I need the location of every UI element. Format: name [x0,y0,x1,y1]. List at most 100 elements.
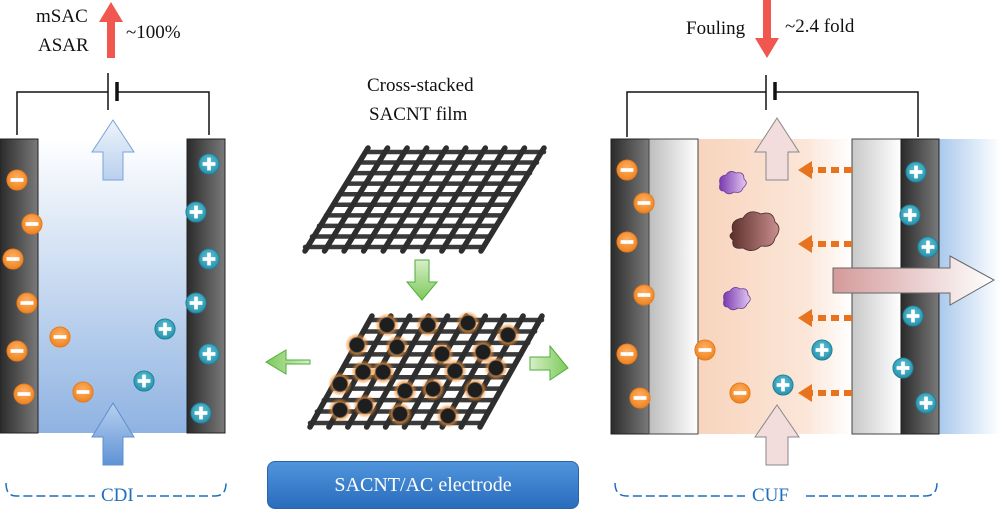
anion-icon [633,284,655,306]
cnt-strand [321,145,391,254]
cuf-outlet-arrow-icon [754,117,800,181]
cation-icon [892,357,914,379]
right-arrow-icon [529,344,569,381]
anion-icon [21,213,43,235]
cnt-strand [363,313,432,430]
anion-icon [6,169,28,191]
cation-icon [915,392,937,414]
cdi-change-value: ~100% [126,22,181,43]
cation-icon [899,204,921,226]
cuf-label: CUF [748,486,793,505]
foulants [719,171,780,311]
cation-icon [811,339,833,361]
cation-icon [190,402,212,424]
anion-icon [616,343,638,365]
cation-icon [133,370,155,392]
anion-icon [616,231,638,253]
dashed-flow-arrow-icon [798,384,852,402]
ac-particle-icon [471,340,495,364]
cnt-strand [401,313,470,430]
ac-particle-icon [328,372,352,396]
ac-particle-icon [416,313,440,337]
foulant-small-icon [719,171,747,195]
dashed-flow-arrow-icon [798,161,852,179]
dashed-flow-arrow-icon [798,309,852,327]
cation-icon [198,343,220,365]
ac-particle-icon [496,323,520,347]
cation-icon [198,153,220,175]
anion-icon [629,387,651,409]
anion-icon [2,248,24,270]
cuf-circuit [626,75,919,137]
cnt-strand [400,145,469,254]
cdi-bracket [5,482,227,497]
ac-particle-icon [328,398,352,422]
cation-icon [905,161,927,183]
cation-icon [772,374,794,396]
cuf-bracket [614,482,938,497]
cation-icon [154,318,176,340]
ac-particle-icon [393,379,417,403]
cnt-strand [458,145,528,254]
ac-particle-icon [351,360,375,384]
anion-icon [633,192,655,214]
ac-particle-icon [463,378,487,402]
ac-particle-icon [436,404,460,428]
cnt-strand [302,145,371,254]
ac-particles [328,311,520,428]
film-title-line-2: SACNT film [369,104,468,125]
cuf-left-membrane [648,138,699,435]
cnt-strand [341,145,410,254]
anion-icon [49,326,71,348]
sacnt-film-mesh [302,145,547,254]
cnt-strand [360,145,430,254]
cdi-label: CDI [98,486,137,505]
cuf-inlet-arrow-icon [754,404,800,466]
anion-icon [616,159,638,181]
cation-icon [917,236,939,258]
cdi-outlet-arrow-icon [91,119,135,181]
cnt-strand [477,313,545,430]
cnt-strand [419,145,489,254]
left-arrow-icon [265,349,311,375]
cdi-positive-electrode [186,138,226,434]
electrode-label-box: SACNT/AC electrode [267,461,579,509]
cation-icon [185,292,207,314]
ac-particle-icon [388,402,412,426]
anion-icon [72,381,94,403]
cnt-strand [380,145,449,254]
cdi-inlet-arrow-icon [91,402,135,466]
down-arrow-icon [405,259,439,301]
center-panel [265,145,569,430]
anion-icon [694,339,716,361]
foulant-small-icon [723,287,751,311]
anion-icon [6,340,28,362]
foulant-large-icon [729,211,780,251]
ac-particle-icon [371,360,395,384]
ac-particle-icon [375,313,399,337]
cnt-strand [439,145,508,254]
ac-particle-icon [385,335,409,359]
ac-particle-icon [353,394,377,418]
ac-particle-icon [421,377,445,401]
anion-icon [13,383,35,405]
dashed-flow-arrow-icon [798,235,852,253]
cdi-metric-line-2: ASAR [38,35,89,56]
cuf-metric: Fouling [686,18,746,39]
cation-icon [902,305,924,327]
cuf-panel [610,0,1000,497]
cdi-panel [0,2,227,497]
ac-particle-icon [430,342,454,366]
decrease-arrow-icon [755,0,779,58]
cnt-strand [478,145,547,254]
film-title-line-1: Cross-stacked [367,75,474,96]
ac-particle-icon [456,311,480,335]
cdi-circuit [16,73,210,135]
cdi-water-channel [38,139,187,433]
cuf-change-value: ~2.4 fold [785,16,855,37]
anion-icon [729,382,751,404]
ac-particle-icon [345,333,369,357]
ac-particle-icon [484,356,508,380]
cation-icon [185,201,207,223]
